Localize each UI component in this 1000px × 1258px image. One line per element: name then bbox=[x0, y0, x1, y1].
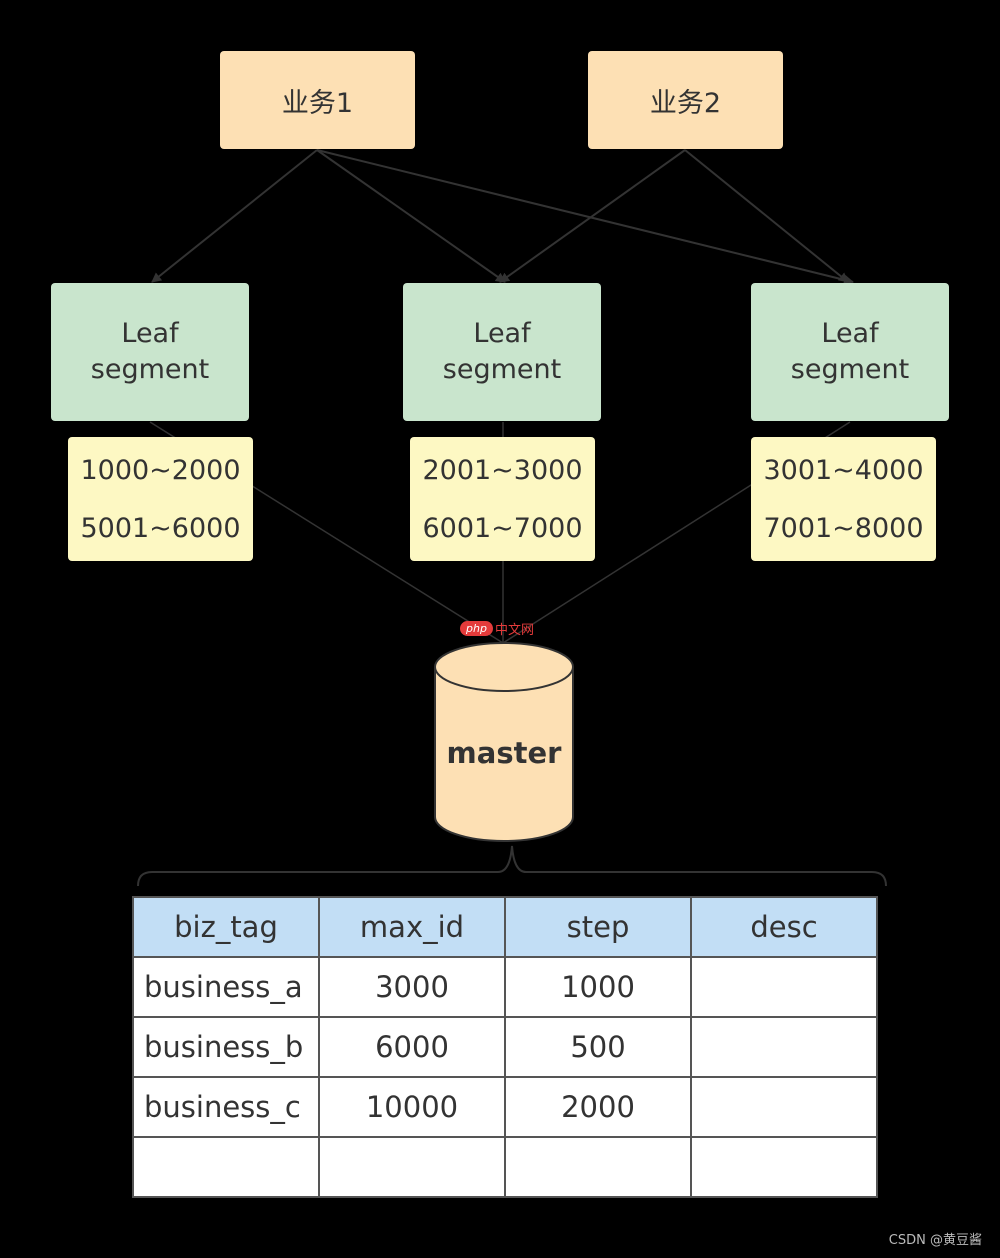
arrow-biz2-leaf2 bbox=[499, 149, 686, 283]
table-cell: business_a bbox=[132, 956, 320, 1018]
leaf-2-range-a: 2001~3000 bbox=[422, 454, 583, 486]
arrow-biz1-leaf1 bbox=[151, 149, 318, 283]
arrow-biz2-leaf3 bbox=[684, 149, 849, 283]
arrow-biz1-leaf2 bbox=[316, 149, 506, 283]
table-cell bbox=[132, 1136, 320, 1198]
table-cell: 3000 bbox=[318, 956, 506, 1018]
watermark: php 中文网 bbox=[460, 619, 534, 638]
column-header: max_id bbox=[318, 896, 506, 958]
source-credit: CSDN @黄豆酱 bbox=[888, 1233, 982, 1248]
business-1-label: 业务1 bbox=[281, 87, 354, 119]
leaf-2-range-b: 6001~7000 bbox=[422, 512, 583, 544]
leaf-3-title: Leaf bbox=[821, 318, 879, 349]
table-cell bbox=[690, 1136, 878, 1198]
table-cell: 2000 bbox=[504, 1076, 692, 1138]
leaf-1-title: Leaf bbox=[121, 318, 179, 349]
leaf-segment-3: Leaf segment bbox=[751, 283, 949, 421]
table-header-row: biz_tag max_id step desc bbox=[132, 896, 878, 958]
column-header: biz_tag bbox=[132, 896, 320, 958]
leaf-1-range-box: 1000~2000 5001~6000 bbox=[68, 437, 253, 561]
column-header: step bbox=[504, 896, 692, 958]
table-row: business_a 3000 1000 bbox=[132, 956, 878, 1018]
table-cell: 500 bbox=[504, 1016, 692, 1078]
leaf-2-title: Leaf bbox=[473, 318, 531, 349]
table-cell bbox=[690, 956, 878, 1018]
table-cell bbox=[504, 1136, 692, 1198]
leaf-1-range-b: 5001~6000 bbox=[80, 512, 241, 544]
leaf-2-range-box: 2001~3000 6001~7000 bbox=[410, 437, 595, 561]
leaf-segment-2: Leaf segment bbox=[403, 283, 601, 421]
master-db-label: master bbox=[446, 736, 562, 770]
leaf-3-range-box: 3001~4000 7001~8000 bbox=[751, 437, 936, 561]
table-cell bbox=[318, 1136, 506, 1198]
database-cylinder-icon bbox=[434, 642, 574, 842]
leaf-3-subtitle: segment bbox=[790, 354, 910, 385]
watermark-text: 中文网 bbox=[494, 622, 534, 638]
table-row: business_c 10000 2000 bbox=[132, 1076, 878, 1138]
column-header: desc bbox=[690, 896, 878, 958]
table-cell: business_b bbox=[132, 1016, 320, 1078]
table-cell bbox=[690, 1016, 878, 1078]
leaf-3-range-b: 7001~8000 bbox=[763, 512, 924, 544]
table-row: business_b 6000 500 bbox=[132, 1016, 878, 1078]
business-2-box: 业务2 bbox=[588, 51, 783, 149]
business-1-box: 业务1 bbox=[220, 51, 415, 149]
table-cell: 1000 bbox=[504, 956, 692, 1018]
leaf-segment-1: Leaf segment bbox=[51, 283, 249, 421]
arrow-biz1-leaf3 bbox=[316, 149, 854, 285]
leaf-2-subtitle: segment bbox=[442, 354, 562, 385]
leaf-3-range-a: 3001~4000 bbox=[763, 454, 924, 486]
business-2-label: 业务2 bbox=[649, 87, 722, 119]
table-brace bbox=[137, 845, 887, 887]
leaf-1-range-a: 1000~2000 bbox=[80, 454, 241, 486]
leaf-1-subtitle: segment bbox=[90, 354, 210, 385]
watermark-php-badge: php bbox=[460, 620, 493, 636]
leaf-alloc-table: biz_tag max_id step desc business_a 3000… bbox=[132, 896, 878, 1198]
table-row bbox=[132, 1136, 878, 1198]
table-cell: 6000 bbox=[318, 1016, 506, 1078]
table-cell: 10000 bbox=[318, 1076, 506, 1138]
table-cell: business_c bbox=[132, 1076, 320, 1138]
table-cell bbox=[690, 1076, 878, 1138]
